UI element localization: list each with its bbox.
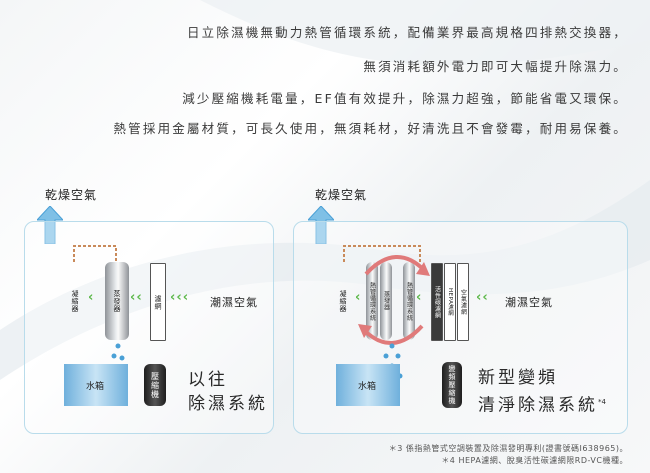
- right-compressor: 變頻壓縮機: [442, 362, 462, 408]
- right-chevrons-2-icon: ‹: [416, 290, 423, 305]
- left-up-arrow-icon: [37, 206, 63, 244]
- left-title-line-2: 除濕系統: [188, 394, 268, 414]
- intro-line-3: 減少壓縮機耗電量，EF值有效提升，除濕力超強，節能省電又環保。: [182, 91, 628, 106]
- right-humid-air-label: 潮濕空氣: [505, 296, 553, 309]
- footnote-1: ＊3 係指熱管式空調裝置及除濕發明專利(證書號碼I638965)。: [388, 444, 628, 453]
- heat-loop-arrows-icon: [358, 255, 430, 345]
- intro-line-2: 無須消耗額外電力即可大幅提升除濕力。: [363, 59, 628, 74]
- left-title-line-1: 以往: [188, 370, 228, 390]
- right-heat-pipe-1-label: 熱管循環系統: [368, 281, 376, 321]
- right-title-footnote-mark: *4: [598, 398, 606, 406]
- right-tank-label: 水箱: [358, 382, 377, 392]
- right-chevrons-1-icon: ‹: [355, 290, 362, 305]
- left-chevrons-2-icon: ‹‹: [130, 290, 143, 305]
- right-compressor-label: 變頻壓縮機: [448, 365, 456, 405]
- left-chevrons-1-icon: ‹: [88, 290, 95, 305]
- right-title-line-2-text: 清淨除濕系統: [478, 395, 598, 416]
- left-filter: 濾網: [150, 263, 166, 341]
- left-pipe-loop: [73, 245, 117, 262]
- right-hepa-filter: HEPA濾網: [444, 263, 456, 341]
- right-water-tank: 水箱: [336, 364, 400, 406]
- left-condenser: 凝縮器: [63, 262, 87, 340]
- right-evaporator-label: 蒸發器: [382, 291, 390, 311]
- left-tank-label: 水箱: [86, 382, 105, 392]
- right-air-filter: 空氣濾網: [457, 263, 469, 341]
- right-condenser: 凝縮器: [332, 262, 354, 340]
- left-chevrons-3-icon: ‹‹‹: [170, 290, 190, 305]
- right-evaporator: 蒸發器: [380, 262, 392, 340]
- right-heat-pipe-2: 熱管循環系統: [403, 262, 415, 340]
- left-compressor-label: 壓縮機: [150, 371, 160, 399]
- footnote-2: ＊4 HEPA濾網、脫臭活性碳濾網限RD-VC機種。: [441, 456, 628, 465]
- left-condenser-label: 凝縮器: [71, 289, 79, 313]
- intro-line-4: 熱管採用金屬材質，可長久使用，無須耗材，好清洗且不會發霉，耐用易保養。: [113, 121, 628, 136]
- right-carbon-filter-label: 活性碳濾網: [433, 285, 441, 319]
- right-heat-pipe-2-label: 熱管循環系統: [405, 281, 413, 321]
- right-dry-air-label: 乾燥空氣: [315, 188, 368, 202]
- left-evaporator: 蒸發器: [105, 262, 129, 340]
- right-chevrons-3-icon: ‹‹: [476, 290, 489, 305]
- right-up-arrow-icon: [308, 206, 334, 244]
- intro-line-1: 日立除濕機無動力熱管循環系統，配備業界最高規格四排熱交換器，: [186, 25, 628, 40]
- right-condenser-label: 凝縮器: [339, 289, 347, 313]
- left-humid-air-label: 潮濕空氣: [210, 296, 258, 309]
- left-evaporator-label: 蒸發器: [113, 289, 121, 313]
- right-carbon-filter: 活性碳濾網: [431, 263, 443, 341]
- left-water-tank: 水箱: [64, 364, 128, 406]
- right-title-line-1: 新型變頻: [478, 368, 558, 388]
- right-air-filter-label: 空氣濾網: [459, 289, 467, 315]
- right-pipe-loop: [343, 245, 421, 262]
- right-title-line-2: 清淨除濕系統*4: [478, 390, 606, 418]
- right-hepa-filter-label: HEPA濾網: [447, 287, 453, 317]
- left-compressor: 壓縮機: [144, 364, 166, 406]
- right-heat-pipe-1: 熱管循環系統: [366, 262, 378, 340]
- left-filter-label: 濾網: [154, 294, 162, 310]
- left-title: 以往 除濕系統: [188, 368, 268, 416]
- right-title: 新型變頻 清淨除濕系統*4: [478, 366, 606, 418]
- left-dry-air-label: 乾燥空氣: [45, 188, 98, 202]
